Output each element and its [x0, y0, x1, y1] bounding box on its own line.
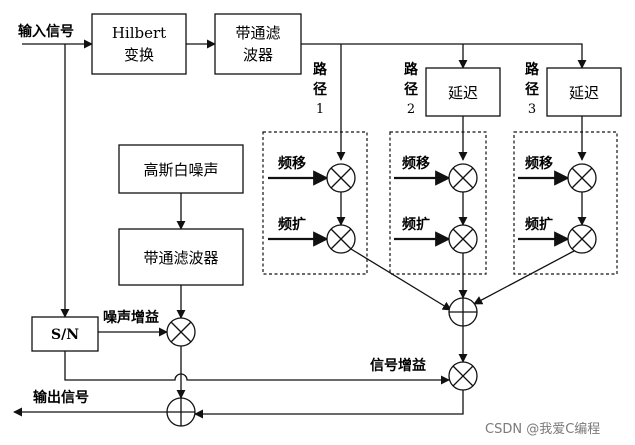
svg-text:S/N: S/N — [51, 327, 79, 343]
hilbert-label-line2: 变换 — [124, 46, 154, 64]
input-label: 输入信号 — [18, 23, 74, 40]
output-label: 输出信号 — [33, 389, 89, 406]
path3-freq-spread: 频扩 — [518, 216, 597, 254]
top-bpf-label-line1: 带通滤 — [235, 24, 280, 42]
path1-to-sum — [350, 248, 452, 311]
svg-text:频扩: 频扩 — [525, 216, 553, 233]
output-summer — [166, 397, 196, 427]
path3-delay-block: 延迟 — [546, 67, 622, 117]
path1-label: 路 径 1 — [313, 61, 328, 117]
svg-text:频移: 频移 — [525, 155, 553, 172]
watermark-text: CSDN @我爱C编程 — [485, 422, 600, 437]
hilbert-label-line1: Hilbert — [112, 24, 166, 42]
path1-modulation-group — [262, 131, 368, 275]
path3-freq-shift: 频移 — [518, 155, 597, 193]
svg-text:频移: 频移 — [278, 155, 306, 172]
path2-delay-block: 延迟 — [425, 67, 501, 117]
path3-label: 路 径 3 — [525, 61, 540, 117]
svg-text:带通滤波器: 带通滤波器 — [143, 249, 218, 267]
svg-text:2: 2 — [407, 102, 415, 117]
noise-bandpass-filter-block: 带通滤波器 — [118, 228, 244, 286]
svg-text:高斯白噪声: 高斯白噪声 — [143, 161, 218, 179]
signal-gain-label: 信号增益 — [370, 357, 426, 374]
signal-to-output-sum — [194, 390, 464, 419]
bpf-to-path3-line — [301, 43, 587, 69]
gaussian-noise-block: 高斯白噪声 — [118, 144, 244, 194]
hilbert-transform-block: Hilbert 变换 — [91, 13, 187, 75]
multipath-summer — [448, 297, 478, 327]
svg-text:频扩: 频扩 — [278, 216, 306, 233]
path2-label: 路 径 2 — [404, 61, 419, 117]
sn-ratio-block: S/N — [31, 316, 99, 352]
svg-text:路: 路 — [313, 61, 328, 78]
path2-freq-spread: 频扩 — [394, 216, 478, 254]
noise-gain-multiplier — [166, 317, 196, 347]
path3-to-sum — [473, 250, 575, 305]
svg-text:延迟: 延迟 — [569, 84, 599, 102]
top-bpf-label-line2: 波器 — [243, 46, 273, 64]
svg-text:频扩: 频扩 — [402, 216, 430, 233]
signal-gain-arrow — [64, 351, 450, 385]
svg-text:路: 路 — [404, 61, 419, 78]
svg-text:径: 径 — [525, 81, 539, 98]
svg-text:径: 径 — [404, 81, 418, 98]
signal-gain-multiplier — [448, 361, 478, 391]
path2-modulation-group — [389, 131, 487, 275]
svg-text:路: 路 — [525, 61, 540, 78]
path3-modulation-group — [513, 131, 618, 275]
svg-text:延迟: 延迟 — [448, 84, 478, 102]
svg-text:径: 径 — [313, 81, 327, 98]
path2-freq-shift: 频移 — [394, 155, 478, 193]
noise-gain-label: 噪声增益 — [103, 309, 159, 326]
top-bandpass-filter-block: 带通滤 波器 — [214, 13, 302, 75]
svg-text:频移: 频移 — [402, 155, 430, 172]
svg-text:3: 3 — [528, 102, 536, 117]
path1-freq-spread: 频扩 — [268, 216, 356, 254]
svg-text:1: 1 — [316, 102, 324, 117]
path1-freq-shift: 频移 — [268, 155, 356, 193]
